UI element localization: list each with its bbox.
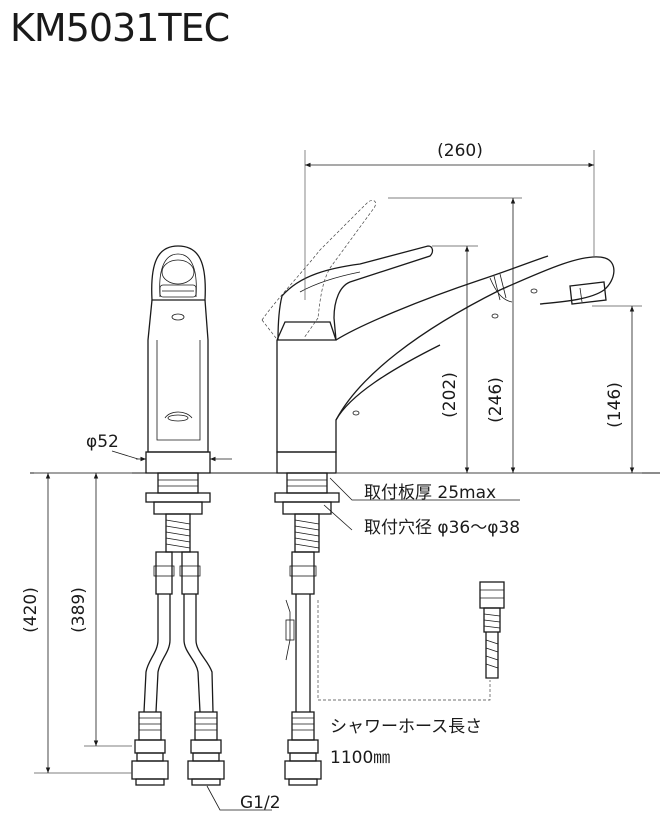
hole-diameter-note: 取付穴径 φ36～φ38 — [364, 518, 520, 538]
dim-below-389-label: (389) — [69, 587, 89, 633]
hose-length-label: シャワーホース長さ — [330, 717, 482, 737]
model-title: KM5031TEC — [10, 6, 230, 50]
dim-below-420-label: (420) — [21, 587, 41, 633]
dim-height-146-label: (146) — [605, 382, 625, 428]
front-view — [111, 245, 272, 811]
hose-length-value: 1100㎜ — [330, 748, 390, 768]
plate-thickness-note: 取付板厚 25max — [364, 483, 496, 503]
hose-connector — [479, 581, 505, 679]
dim-reach-label: (260) — [437, 141, 483, 161]
dim-diameter-label: φ52 — [86, 432, 119, 452]
dim-height-246-label: (246) — [486, 377, 506, 423]
thread-label: G1/2 — [240, 793, 281, 813]
dim-height-202-label: (202) — [440, 372, 460, 418]
